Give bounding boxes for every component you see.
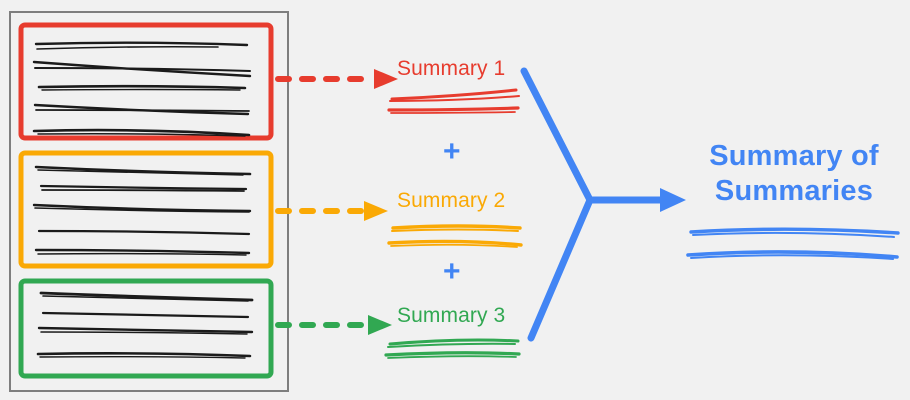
document-3[interactable]: [18, 278, 274, 379]
summary-2-label: Summary 2: [397, 189, 506, 212]
plus-operator-1: +: [443, 135, 461, 168]
summary-of-summaries-squiggles: [686, 227, 900, 260]
summary-3-squiggles: [384, 338, 521, 359]
document-3-border: [18, 278, 274, 379]
plus-operator-2: +: [443, 255, 461, 288]
document-1-text-lines: [32, 41, 252, 137]
summary-2-squiggles: [387, 224, 523, 248]
dashed-arrow-green: [275, 315, 392, 335]
summary-of-summaries-label: Summary of Summaries: [697, 139, 891, 210]
document-1[interactable]: [18, 22, 274, 141]
document-2-text-lines: [32, 165, 252, 256]
summary-1-squiggles: [387, 88, 520, 114]
summary-1-label: Summary 1: [397, 57, 506, 80]
summary-of-summaries-line-2: Summaries: [714, 175, 874, 208]
dashed-arrow-orange: [275, 201, 388, 221]
converging-merge-arrow: [520, 67, 686, 342]
document-3-text-lines: [36, 291, 254, 359]
summary-3-label: Summary 3: [397, 304, 506, 327]
source-documents-container: [9, 11, 289, 392]
document-2[interactable]: [18, 150, 274, 269]
summary-of-summaries-line-1: Summary of: [709, 140, 879, 172]
dashed-arrow-red: [275, 69, 398, 89]
document-2-border: [18, 150, 274, 269]
document-1-border: [18, 22, 274, 141]
